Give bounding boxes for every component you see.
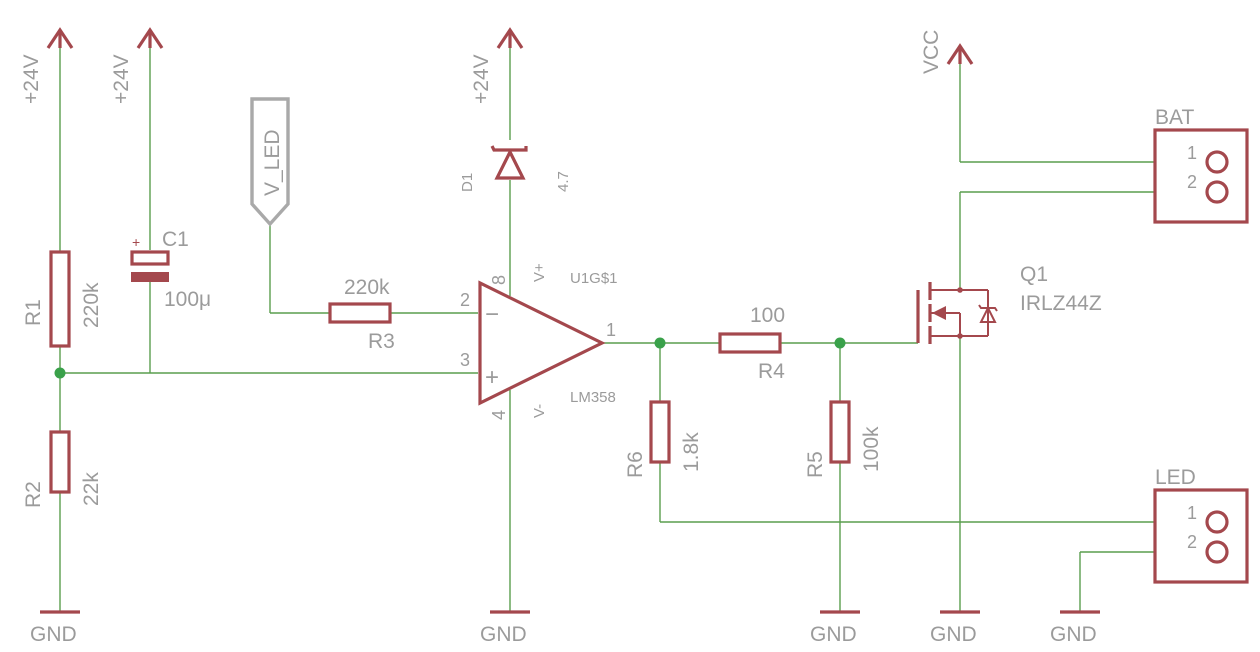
q1-mosfet [916, 282, 998, 344]
power-label-c1: +24V [110, 54, 133, 104]
opamp-pin-2: 2 [460, 290, 470, 310]
junction-r1-r2 [54, 367, 66, 379]
power-arrow-c1 [136, 27, 164, 49]
opamp-pin-3: 3 [460, 350, 470, 370]
gnd-label-q1: GND [930, 623, 977, 646]
bat-label: BAT [1155, 106, 1194, 129]
power-arrow-r1 [46, 27, 74, 49]
r5-resistor [829, 400, 851, 464]
power-arrow-vcc [946, 43, 974, 65]
opamp-minus-sign: − [485, 301, 499, 328]
v-led-label: V_LED [261, 129, 284, 196]
power-label-r1: +24V [20, 54, 43, 104]
r4-value: 100 [750, 304, 785, 327]
bat-pin-1: 1 [1187, 143, 1197, 163]
opamp-u1 [478, 280, 606, 406]
r2-resistor [49, 430, 71, 494]
d1-value: 4.7 [555, 171, 572, 192]
q1-name: Q1 [1020, 263, 1048, 286]
c1-name: C1 [162, 228, 189, 251]
led-pin-2: 2 [1187, 532, 1197, 552]
r3-resistor [328, 302, 392, 324]
opamp-pin-4: 4 [489, 410, 509, 420]
led-pin-1: 1 [1187, 503, 1197, 523]
r3-value: 220k [344, 276, 390, 299]
r6-name: R6 [624, 451, 647, 478]
opamp-vminus-label: V- [531, 404, 548, 418]
r6-value: 1.8k [680, 432, 703, 472]
d1-name: D1 [459, 173, 476, 192]
v-led-net-flag [250, 97, 290, 227]
r2-name: R2 [22, 481, 45, 508]
r5-value: 100k [860, 426, 883, 472]
r1-resistor [49, 250, 71, 348]
q1-value: IRLZ44Z [1020, 292, 1102, 315]
r3-name: R3 [368, 330, 395, 353]
led-connector [1153, 488, 1249, 584]
r4-resistor [718, 332, 782, 354]
opamp-pin-1: 1 [606, 320, 616, 340]
opamp-name: U1G$1 [570, 270, 618, 287]
bat-pin-2: 2 [1187, 172, 1197, 192]
r5-name: R5 [804, 451, 827, 478]
r6-resistor [649, 400, 671, 464]
c1-value: 100μ [164, 288, 211, 311]
junction-opamp-out [654, 337, 666, 349]
opamp-plus-sign: + [485, 364, 499, 391]
c1-capacitor [130, 250, 170, 282]
gnd-label-r5: GND [810, 623, 857, 646]
opamp-value: LM358 [570, 389, 616, 406]
r1-name: R1 [22, 299, 45, 326]
power-arrow-opamp [496, 27, 524, 49]
gnd-label-opamp: GND [480, 623, 527, 646]
bat-connector [1153, 128, 1249, 224]
r1-value: 220k [80, 282, 103, 328]
opamp-pin-8: 8 [489, 275, 509, 285]
junction-gate [834, 337, 846, 349]
opamp-vplus-label: V+ [531, 263, 548, 282]
d1-zener-diode [490, 145, 528, 180]
c1-polarity: + [132, 234, 140, 250]
power-label-opamp: +24V [470, 54, 493, 104]
gnd-label-r2: GND [30, 623, 77, 646]
gnd-label-led: GND [1050, 623, 1097, 646]
led-label: LED [1155, 466, 1196, 489]
r2-value: 22k [80, 472, 103, 506]
r4-name: R4 [758, 360, 785, 383]
power-label-vcc: VCC [920, 30, 943, 74]
